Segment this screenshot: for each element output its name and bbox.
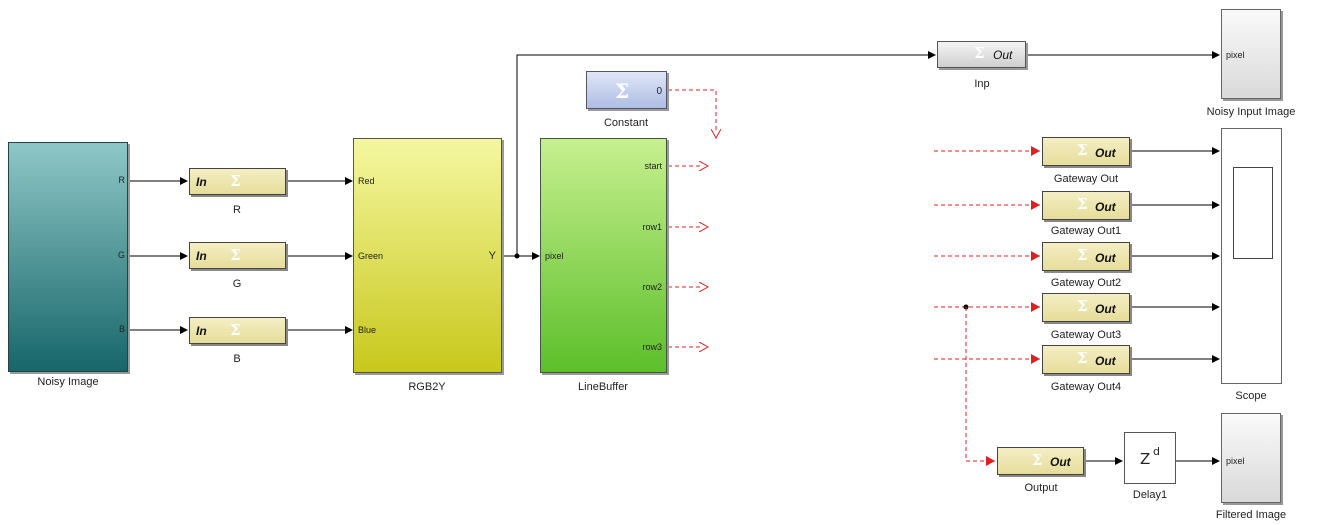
linebuffer-block[interactable]: pixel start row1 row2 row3: [540, 138, 667, 373]
out-label: Out: [1095, 354, 1116, 368]
gateway-in-r-block[interactable]: In Σ: [189, 168, 286, 195]
gateway-out2-block[interactable]: Σ Out: [1042, 242, 1130, 271]
gateway-out-caption: Gateway Out: [1053, 173, 1119, 185]
gateway-out3-caption: Gateway Out3: [1050, 329, 1122, 341]
out-label: Out: [993, 48, 1013, 62]
wire-y-inp[interactable]: [516, 51, 936, 256]
delay1-caption: Delay1: [1132, 489, 1168, 501]
port-row2-label: row2: [642, 282, 662, 292]
delay-z-label: Z: [1140, 450, 1151, 468]
in-label: In: [196, 249, 207, 263]
gateway-in-g-caption: G: [232, 278, 242, 290]
port-red-label: Red: [358, 176, 375, 186]
port-r-label: R: [118, 175, 126, 185]
delay-d-superscript: d: [1153, 445, 1160, 458]
out-label: Out: [1095, 251, 1116, 265]
xilinx-logo-icon: Σ: [974, 44, 985, 62]
xilinx-logo-icon: Σ: [1077, 195, 1088, 213]
out-label: Out: [1050, 455, 1071, 469]
inp-caption: Inp: [974, 78, 990, 90]
xilinx-logo-icon: Σ: [230, 246, 241, 264]
gateway-out4-caption: Gateway Out4: [1050, 381, 1122, 393]
noisy-image-caption: Noisy Image: [37, 376, 99, 388]
gateway-out4-block[interactable]: Σ Out: [1042, 345, 1130, 374]
noisy-image-block[interactable]: R G B: [8, 142, 128, 372]
linebuffer-caption: LineBuffer: [578, 381, 628, 393]
noisy-input-image-caption: Noisy Input Image: [1206, 106, 1296, 118]
xilinx-logo-icon: Σ: [1032, 451, 1043, 469]
port-row1-label: row1: [642, 222, 662, 232]
wire-output-in[interactable]: [965, 307, 995, 466]
xilinx-logo-icon: Σ: [230, 321, 241, 339]
port-y-label: Y: [488, 250, 496, 262]
gateway-in-r-caption: R: [233, 204, 241, 216]
constant-block[interactable]: Σ 0: [586, 71, 667, 109]
xilinx-logo-icon: Σ: [1077, 246, 1088, 264]
gateway-out1-caption: Gateway Out1: [1050, 225, 1122, 237]
port-start-label: start: [644, 161, 662, 171]
out-label: Out: [1095, 200, 1116, 214]
port-row3-label: row3: [642, 342, 662, 352]
xilinx-logo-icon: Σ: [1077, 141, 1088, 159]
gateway-out3-block[interactable]: Σ Out: [1042, 293, 1130, 322]
scope-caption: Scope: [1235, 390, 1267, 402]
gateway-in-b-block[interactable]: In Σ: [189, 317, 286, 344]
in-label: In: [196, 175, 207, 189]
out-label: Out: [1095, 146, 1116, 160]
output-block[interactable]: Σ Out: [997, 447, 1084, 475]
in-label: In: [196, 324, 207, 338]
port-g-label: G: [117, 250, 125, 260]
noisy-input-image-block[interactable]: pixel: [1221, 9, 1281, 99]
constant-value: 0: [656, 86, 662, 97]
gateway-out1-block[interactable]: Σ Out: [1042, 191, 1130, 220]
scope-block[interactable]: [1221, 128, 1282, 384]
filtered-image-caption: Filtered Image: [1215, 509, 1287, 521]
port-pixel-label: pixel: [1226, 50, 1245, 60]
gateway-in-b-caption: B: [233, 353, 241, 365]
output-caption: Output: [1024, 482, 1058, 494]
port-pixel-label: pixel: [1226, 456, 1245, 466]
port-blue-label: Blue: [358, 325, 377, 335]
scope-screen-icon: [1233, 167, 1273, 259]
port-b-label: B: [118, 324, 125, 334]
port-pixel-label: pixel: [545, 251, 564, 261]
rgb2y-caption: RGB2Y: [408, 381, 446, 393]
wire-constant-dangling[interactable]: [668, 89, 716, 130]
gateway-in-g-block[interactable]: In Σ: [189, 242, 286, 269]
xilinx-logo-icon: Σ: [1077, 349, 1088, 367]
gateway-out-block[interactable]: Σ Out: [1042, 137, 1130, 166]
rgb2y-block[interactable]: Red Green Blue Y: [353, 138, 502, 373]
filtered-image-block[interactable]: pixel: [1221, 413, 1281, 503]
gateway-out2-caption: Gateway Out2: [1050, 277, 1122, 289]
inp-block[interactable]: Σ Out: [937, 41, 1026, 68]
xilinx-logo-icon: Σ: [230, 172, 241, 190]
port-green-label: Green: [358, 251, 384, 261]
xilinx-logo-icon: Σ: [615, 79, 630, 103]
xilinx-logo-icon: Σ: [1077, 297, 1088, 315]
constant-caption: Constant: [603, 117, 649, 129]
delay1-block[interactable]: Z d: [1124, 432, 1176, 484]
out-label: Out: [1095, 302, 1116, 316]
